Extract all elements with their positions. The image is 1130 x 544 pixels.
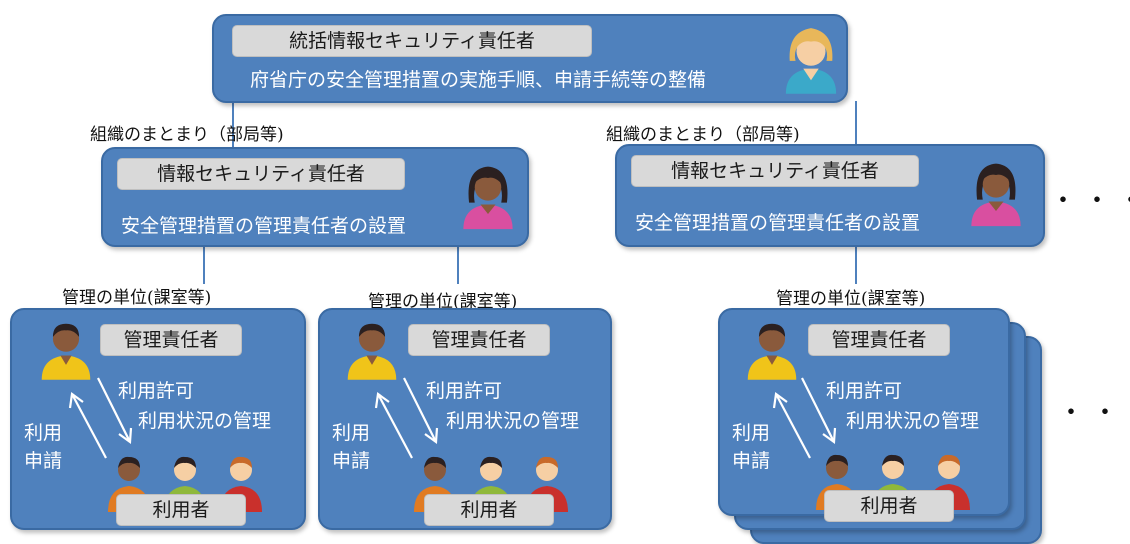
female-person-icon	[463, 166, 513, 230]
permission-arrow-down	[801, 377, 837, 445]
request-arrow-up	[68, 392, 107, 459]
dept-group-label-right: 組織のまとまり（部局等)	[606, 125, 800, 145]
connector-left-dept-to-unit2	[457, 244, 459, 284]
request-arrow-up	[772, 392, 811, 459]
user-group-icon	[414, 456, 568, 512]
permission-text-line1: 利用許可	[426, 380, 503, 402]
more-units-ellipsis: ・・・	[1058, 398, 1130, 428]
manager-role-label: 管理責任者	[808, 324, 950, 356]
dept-role-label: 情報セキュリティ責任者	[117, 158, 405, 190]
unit-box-1: 管理責任者 利用許可 利用状況の管理 利用 申請 利用者	[10, 308, 306, 530]
manager-role-label: 管理責任者	[100, 324, 242, 356]
users-label: 利用者	[424, 494, 554, 526]
permission-text-line2: 利用状況の管理	[138, 410, 272, 432]
permission-text-line2: 利用状況の管理	[846, 410, 980, 432]
female-person-icon	[971, 163, 1021, 227]
users-label: 利用者	[116, 494, 246, 526]
more-departments-ellipsis: ・・・・	[1050, 186, 1130, 216]
top-role-label: 統括情報セキュリティ責任者	[232, 25, 592, 57]
manager-person-icon	[41, 323, 91, 380]
connector-top-to-left-dept	[232, 101, 234, 149]
top-role-description: 府省庁の安全管理措置の実施手順、申請手続等の整備	[250, 69, 707, 91]
top-role-box: 統括情報セキュリティ責任者 府省庁の安全管理措置の実施手順、申請手続等の整備	[212, 14, 848, 103]
permission-text-line2: 利用状況の管理	[446, 410, 580, 432]
permission-arrow-down	[97, 377, 133, 445]
dept-box-left: 情報セキュリティ責任者 安全管理措置の管理責任者の設置	[101, 147, 529, 247]
connector-top-to-right-dept	[855, 101, 857, 145]
unit-label-1: 管理の単位(課室等)	[62, 288, 212, 308]
female-person-icon	[785, 28, 837, 94]
request-text-line1: 利用	[732, 422, 771, 444]
manager-role-label: 管理責任者	[408, 324, 550, 356]
request-text-line1: 利用	[24, 422, 63, 444]
permission-arrow-down	[403, 377, 439, 445]
unit-label-3: 管理の単位(課室等)	[776, 289, 926, 309]
permission-text-line1: 利用許可	[118, 380, 195, 402]
request-arrow-up	[374, 392, 413, 459]
dept-group-label-left: 組織のまとまり（部局等)	[90, 125, 284, 145]
dept-role-label: 情報セキュリティ責任者	[631, 155, 919, 187]
permission-text-line1: 利用許可	[826, 380, 903, 402]
connector-right-dept-to-unit3	[855, 244, 857, 284]
request-text-line1: 利用	[332, 422, 371, 444]
manager-person-icon	[347, 323, 397, 380]
dept-role-description: 安全管理措置の管理責任者の設置	[635, 212, 921, 234]
users-label: 利用者	[824, 490, 954, 522]
manager-person-icon	[747, 323, 797, 380]
dept-role-description: 安全管理措置の管理責任者の設置	[121, 215, 407, 237]
unit-box-2: 管理責任者 利用許可 利用状況の管理 利用 申請 利用者	[318, 308, 612, 530]
unit-label-2: 管理の単位(課室等)	[368, 292, 518, 312]
unit-box-3: 管理責任者 利用許可 利用状況の管理 利用 申請 利用者	[718, 308, 1010, 522]
connector-left-dept-to-unit1	[203, 244, 205, 284]
request-text-line2: 申請	[332, 450, 371, 472]
dept-box-right: 情報セキュリティ責任者 安全管理措置の管理責任者の設置	[615, 144, 1045, 247]
request-text-line2: 申請	[24, 450, 63, 472]
request-text-line2: 申請	[732, 450, 771, 472]
